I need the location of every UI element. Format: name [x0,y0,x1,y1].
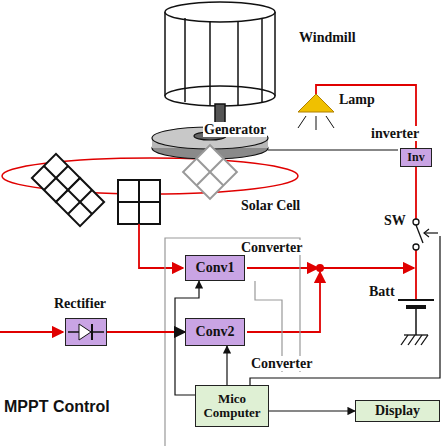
windmill-illustration [165,12,275,96]
diode-symbol [66,320,106,344]
lamp-symbol [298,116,306,128]
ground-symbol [421,335,428,345]
ground-symbol [415,335,422,345]
windmill-illustration [237,21,239,105]
solar-panel-left [68,190,92,214]
connector [226,346,227,385]
solar-panel-left [44,166,68,190]
converter-box: Conv2 [185,318,245,346]
part-label: inverter [370,126,420,141]
node-label: Display [375,404,420,419]
part-label: Generator [203,122,267,137]
part-label: Converter [250,356,313,371]
switch-symbol [413,244,419,250]
bus-line [424,229,429,237]
converter-box: Conv1 [185,255,245,281]
inverter-wires [415,166,417,219]
switch-symbol [413,219,419,225]
node-label: Conv1 [196,261,235,276]
converter-output-wires [247,267,318,269]
part-label: Lamp [338,92,376,107]
inverter-box: Inv [400,148,432,167]
converter-output-wires [322,267,414,269]
windmill-illustration [165,2,275,22]
windmill-illustration [261,18,263,102]
inverter-wires [415,248,417,300]
windmill-illustration [184,18,186,102]
solar-wire [139,224,183,268]
switch-symbol [416,225,423,243]
part-label: Batt [368,284,396,299]
diode-triangle [79,324,91,340]
ground-symbol [401,335,428,345]
lamp-symbol [298,94,334,112]
battery-symbol [406,305,426,309]
solar-panel-left [44,166,92,214]
solar-panel-left [32,154,104,226]
windmill-illustration [274,12,276,96]
solar-panel-front [118,201,160,203]
battery-symbol [398,299,434,301]
windmill-illustration [209,21,211,105]
lamp-symbol [326,116,334,128]
battery-symbol [398,300,434,335]
inverter-wires [316,85,416,300]
solar-panel-right [197,159,224,186]
node-heading: Rectifier [54,297,106,312]
control-boundary [165,238,300,446]
rectifier-box: Rectifier [65,318,107,346]
bus-line [250,236,440,385]
junction-dot [316,264,324,272]
windmill-illustration [165,2,275,126]
node-label: Conv2 [196,325,235,340]
windmill-illustration [165,86,275,106]
bus-line [424,232,438,233]
solar-panel-right [197,159,224,186]
connector [269,410,355,411]
converter-output-wires [247,272,320,332]
node-label: Mico Computer [200,392,264,419]
solar-panel-front [118,180,160,224]
solar-panel-right [183,145,237,199]
connector [107,331,185,333]
solar-panel-front [118,180,160,224]
part-label: Solar Cell [240,198,301,213]
wind-input-wire [0,331,63,333]
microcomputer-box: Mico Computer [195,385,269,427]
bus-line [268,149,398,150]
lamp-symbol [298,94,334,130]
control-boundary [165,238,300,446]
battery-symbol [415,309,417,335]
ground-symbol [401,335,408,345]
part-label: SW [383,213,407,228]
wind-input-wire [0,331,63,333]
windmill-illustration [164,12,166,96]
diode-bar [91,324,93,340]
part-label: Windmill [298,30,357,45]
part-label: Converter [240,240,303,255]
node-label: Inv [407,151,424,164]
section-title: MPPT Control [3,398,111,416]
lamp-symbol [316,116,317,130]
solar-wire [139,224,183,268]
display-box: Display [355,400,440,422]
ground-symbol [408,335,415,345]
switch-symbol [413,219,423,250]
solar-panel-right [183,145,237,199]
